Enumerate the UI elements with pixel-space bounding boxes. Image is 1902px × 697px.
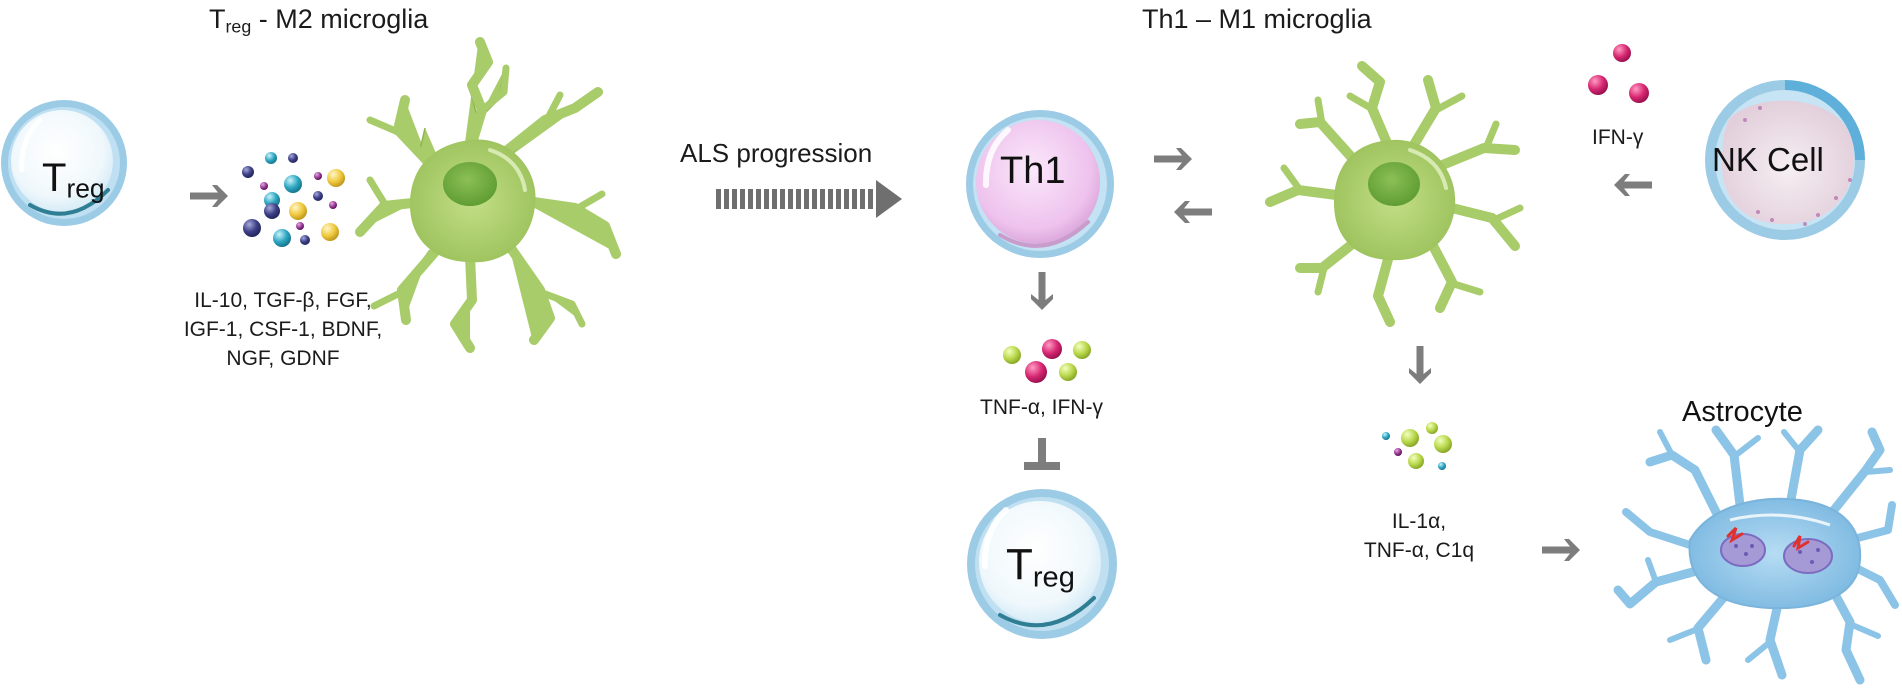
th1-cytokine-label: TNF-α, IFN-γ [980, 396, 1103, 419]
th1-cytokine-beads [1003, 339, 1091, 383]
arrow-treg-to-cytokines [190, 185, 228, 207]
als-progression-label: ALS progression [680, 138, 873, 168]
arrow-th1-to-m1 [1154, 148, 1192, 170]
m2-cytokine-beads [242, 152, 345, 247]
m2-cytokine-list: IL-10, TGF-β, FGF, IGF-1, CSF-1, BDNF, N… [160, 287, 406, 374]
treg-left-sub: reg [66, 173, 105, 204]
nk-cell [1705, 80, 1865, 240]
treg-bottom-label: Treg [1006, 540, 1075, 594]
th1-cell [966, 110, 1114, 258]
m1-cytokine-line-2: TNF-α, C1q [1363, 538, 1475, 562]
th1-label: Th1 [1000, 150, 1066, 192]
treg-left-label: Treg [42, 156, 105, 205]
treg-left-main: T [42, 156, 67, 200]
inhibition-symbol [1024, 438, 1060, 470]
m2-microglia [355, 37, 621, 353]
arrow-to-astrocyte [1542, 539, 1580, 561]
m2-cytokine-line-2: IGF-1, CSF-1, BDNF, [183, 317, 383, 341]
nk-cell-label: NK Cell [1712, 141, 1824, 178]
treg-cell-bottom [967, 489, 1117, 639]
left-title-sub: reg [225, 16, 252, 37]
arrow-m1-down [1409, 346, 1431, 384]
arrow-m1-to-th1 [1174, 201, 1212, 223]
right-section-title: Th1 – M1 microglia [1142, 4, 1372, 34]
treg-bottom-main: T [1006, 540, 1033, 589]
left-title-rest: - M2 microglia [251, 4, 429, 34]
arrow-nk-to-m1 [1614, 174, 1652, 196]
m2-cytokine-line-3: NGF, GDNF [226, 346, 340, 370]
astrocyte-label: Astrocyte [1682, 396, 1803, 428]
nk-ifng-beads [1588, 44, 1649, 103]
m1-microglia [1265, 61, 1524, 327]
m2-cytokine-line-1: IL-10, TGF-β, FGF, [194, 289, 372, 312]
treg-cell-left [1, 100, 127, 226]
als-progression-arrow [716, 180, 902, 218]
m1-cytokine-line-1: IL-1α, [1391, 510, 1447, 533]
treg-bottom-sub: reg [1032, 561, 1075, 594]
m1-cytokine-list: IL-1α, TNF-α, C1q [1344, 508, 1494, 566]
nk-ifng-label: IFN-γ [1592, 126, 1644, 149]
astrocyte [1613, 425, 1899, 685]
left-title-main: T [209, 4, 226, 34]
arrow-th1-down [1031, 272, 1053, 310]
left-section-title: Treg - M2 microglia [209, 4, 428, 37]
m1-cytokine-beads [1382, 422, 1452, 470]
